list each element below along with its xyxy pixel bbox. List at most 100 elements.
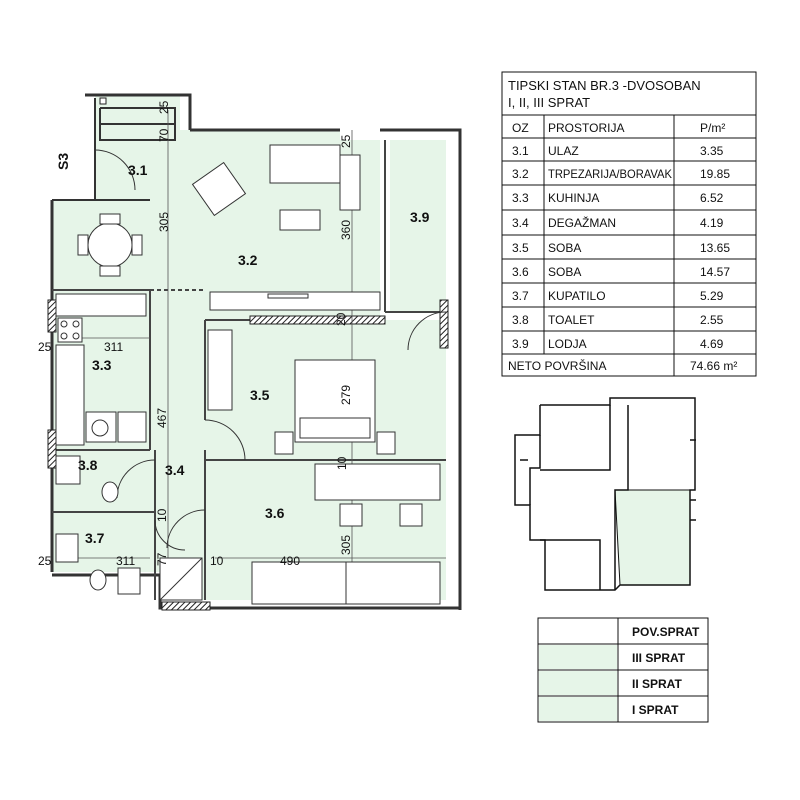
table-cell: 4.19 [700, 216, 724, 230]
dim-10-divider: 10 [335, 456, 349, 470]
legend-swatch-pov [539, 619, 617, 643]
legend-swatch-iii [539, 645, 617, 669]
table-cell: 3.7 [512, 289, 529, 303]
key-plan-inner-3 [614, 405, 629, 590]
table-cell: KUHINJA [548, 191, 599, 205]
dining-chair-n [99, 213, 121, 225]
legend-label-pov: POV.SPRAT [632, 625, 700, 639]
wc-toilet [101, 481, 119, 503]
table-title-line2: I, II, III SPRAT [508, 95, 590, 110]
kitchen-counter-top [55, 293, 147, 317]
dim-25-kitchen: 25 [38, 340, 52, 354]
armchair [191, 161, 247, 217]
key-plan-inner-2 [540, 405, 611, 471]
stair-label: S3 [55, 153, 71, 170]
table-cell: 3.35 [700, 144, 724, 158]
table-cell: 3.2 [512, 167, 529, 181]
room-label-3-2: 3.2 [238, 252, 258, 268]
dining-table [87, 222, 133, 268]
legend-swatch-i [539, 697, 617, 721]
sofa [269, 144, 341, 184]
dim-305-living: 305 [157, 212, 171, 232]
legend-label-i: I SPRAT [632, 703, 679, 717]
bed-pillow [299, 417, 371, 439]
desk [314, 463, 441, 501]
table-cell: KUPATILO [548, 289, 606, 303]
table-cell: 14.57 [700, 265, 730, 279]
dim-20: 20 [334, 312, 348, 326]
table-cell: 2.55 [700, 313, 724, 327]
table-cell: DEGAŽMAN [548, 215, 616, 230]
legend-swatch-ii [539, 671, 617, 695]
coffee-table [279, 209, 321, 231]
outer-wall-east-top [380, 128, 462, 610]
shower-diag [159, 557, 203, 601]
kitchen-fridge [117, 411, 147, 443]
table-cell: SOBA [548, 265, 581, 279]
table-cell: 3.3 [512, 191, 529, 205]
key-plan [514, 397, 696, 591]
table-header-prostorija: PROSTORIJA [548, 121, 624, 135]
stove-burner-1 [60, 320, 68, 328]
table-cell: 3.1 [512, 144, 529, 158]
dining-chair-s [99, 265, 121, 277]
table-headers: OZ PROSTORIJA P/m² [512, 121, 725, 135]
dim-77: 77 [155, 552, 169, 566]
room-label-3-9: 3.9 [410, 209, 430, 225]
table-cell: TRPEZARIJA/BORAVAK [548, 167, 672, 181]
stove-burner-3 [60, 332, 68, 340]
key-plan-inner-4 [540, 539, 601, 590]
loggia-fill [390, 140, 446, 312]
table-cell: 19.85 [700, 167, 730, 181]
table-header-oz: OZ [512, 121, 529, 135]
window-west-kitchen [47, 299, 57, 333]
room-label-3-7: 3.7 [85, 530, 105, 546]
table-cell: 6.52 [700, 191, 724, 205]
outer-wall-north-top [85, 93, 192, 130]
dim-10-bath: 10 [210, 554, 224, 568]
table-cell: 3.9 [512, 337, 529, 351]
legend-label-iii: III SPRAT [632, 651, 686, 665]
room-label-3-1: 3.1 [128, 162, 148, 178]
dim-25-top: 25 [157, 100, 171, 114]
window-bedroom1 [249, 315, 386, 325]
dim-305-bedroom: 305 [339, 535, 353, 555]
floor-legend: POV.SPRAT III SPRAT II SPRAT I SPRAT [537, 617, 709, 723]
sofa-arm [339, 154, 361, 211]
room-label-3-3: 3.3 [92, 357, 112, 373]
door-bedroom2-arc [166, 509, 206, 549]
door-loggia-arc [407, 311, 447, 351]
dim-25-bath: 25 [38, 554, 52, 568]
room-label-3-4: 3.4 [165, 462, 185, 478]
nightstand-right [376, 431, 396, 455]
dim-10-hall: 10 [155, 508, 169, 522]
wc-basin [55, 455, 81, 485]
tv [267, 293, 309, 299]
table-footer-value: 74.66 m² [690, 359, 737, 373]
table-cell: SOBA [548, 241, 581, 255]
dim-360: 360 [339, 220, 353, 240]
stove-burner-2 [72, 320, 80, 328]
stove-burner-4 [72, 332, 80, 340]
window-stair [99, 97, 107, 105]
dimension-labels: 25 70 305 25 360 20 25 311 467 279 10 10… [38, 100, 353, 568]
room-label-3-8: 3.8 [78, 457, 98, 473]
table-cell: 3.5 [512, 241, 529, 255]
legend-label-ii: II SPRAT [632, 677, 682, 691]
dim-70: 70 [157, 128, 171, 142]
stair-walls [52, 98, 176, 201]
table-title-line1: TIPSKI STAN BR.3 -DVOSOBAN [508, 78, 701, 93]
dim-279: 279 [339, 385, 353, 405]
table-rows: 3.1 ULAZ 3.35 3.2 TRPEZARIJA/BORAVAK 19.… [512, 144, 730, 351]
dim-311-bath: 311 [116, 554, 135, 568]
desk-chair-2 [399, 503, 423, 527]
table-cell: 3.6 [512, 265, 529, 279]
table-header-area: P/m² [700, 121, 725, 135]
nightstand-left [274, 431, 294, 455]
washing-machine [117, 567, 141, 595]
bath-toilet [89, 569, 107, 591]
door-bath-arc [154, 519, 186, 551]
door-bedroom1-arc [204, 419, 246, 461]
